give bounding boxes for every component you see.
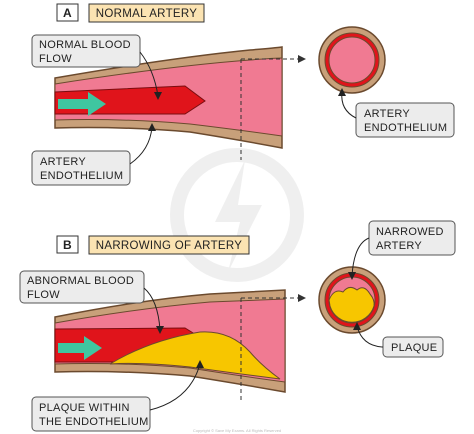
- panel-a-letter-box: [56, 3, 79, 22]
- narrowed-artery-section: [54, 289, 286, 393]
- panel-a-title: NORMAL ARTERY: [96, 8, 197, 20]
- callout-plaque-within-line1: PLAQUE WITHIN: [39, 402, 130, 414]
- callout-narrowed-line1: NARROWED: [376, 226, 444, 238]
- callout-normal-blood-flow-line2: FLOW: [39, 53, 72, 65]
- callout-plaque-label: PLAQUE: [391, 342, 437, 354]
- panel-a-letter: A: [63, 6, 72, 20]
- panel-a: A NORMAL ARTERY NORMAL BLOOD FLOW: [31, 3, 455, 186]
- callout-plaque-within: PLAQUE WITHIN THE ENDOTHELIUM: [31, 360, 204, 432]
- callout-endothelium-a-line2: ENDOTHELIUM: [40, 170, 123, 182]
- callout-endothelium-a-line1: ARTERY: [40, 156, 86, 168]
- callout-normal-blood-flow: NORMAL BLOOD FLOW: [31, 34, 162, 100]
- callout-abnormal-blood-flow: ABNORMAL BLOOD FLOW: [19, 270, 164, 334]
- callout-artery-endothelium-cross: ARTERY ENDOTHELIUM: [338, 88, 455, 138]
- narrowed-artery-cross-section: [318, 266, 386, 334]
- panel-b-title: NARROWING OF ARTERY: [96, 240, 243, 252]
- callout-plaque-within-line2: THE ENDOTHELIUM: [39, 416, 149, 428]
- callout-narrowed-line2: ARTERY: [376, 240, 422, 252]
- callout-endothelium-cross-line2: ENDOTHELIUM: [364, 122, 447, 134]
- watermark-logo: [170, 148, 304, 282]
- normal-artery-section: [54, 46, 283, 149]
- plaque-cross: [328, 286, 375, 323]
- panel-b-title-box: [88, 235, 250, 255]
- callout-narrowed-artery: NARROWED ARTERY: [348, 220, 456, 280]
- callout-artery-endothelium-a: ARTERY ENDOTHELIUM: [31, 123, 156, 186]
- dashed-pointer-arrowhead-a: [298, 55, 306, 63]
- panel-b-letter: B: [63, 238, 72, 252]
- callout-endothelium-cross-line1: ARTERY: [364, 108, 410, 120]
- flow-arrow-icon: [58, 92, 106, 116]
- panel-b: B NARROWING OF ARTERY ABNORMAL BLOOD FLO…: [19, 220, 456, 432]
- panel-a-title-box: [88, 3, 205, 23]
- callout-abnormal-flow-line2: FLOW: [27, 289, 60, 301]
- flow-arrow-icon-b: [58, 336, 102, 360]
- panel-b-letter-box: [56, 235, 79, 254]
- callout-normal-blood-flow-line1: NORMAL BLOOD: [39, 39, 131, 51]
- callout-plaque: PLAQUE: [353, 322, 444, 358]
- dashed-pointer-arrowhead-b: [298, 294, 306, 302]
- normal-artery-cross-section: [318, 26, 386, 94]
- plaque-deposit: [109, 331, 281, 380]
- callout-abnormal-flow-line1: ABNORMAL BLOOD: [27, 275, 134, 287]
- watermark-text: Copyright © Save My Exams. All Rights Re…: [193, 428, 281, 433]
